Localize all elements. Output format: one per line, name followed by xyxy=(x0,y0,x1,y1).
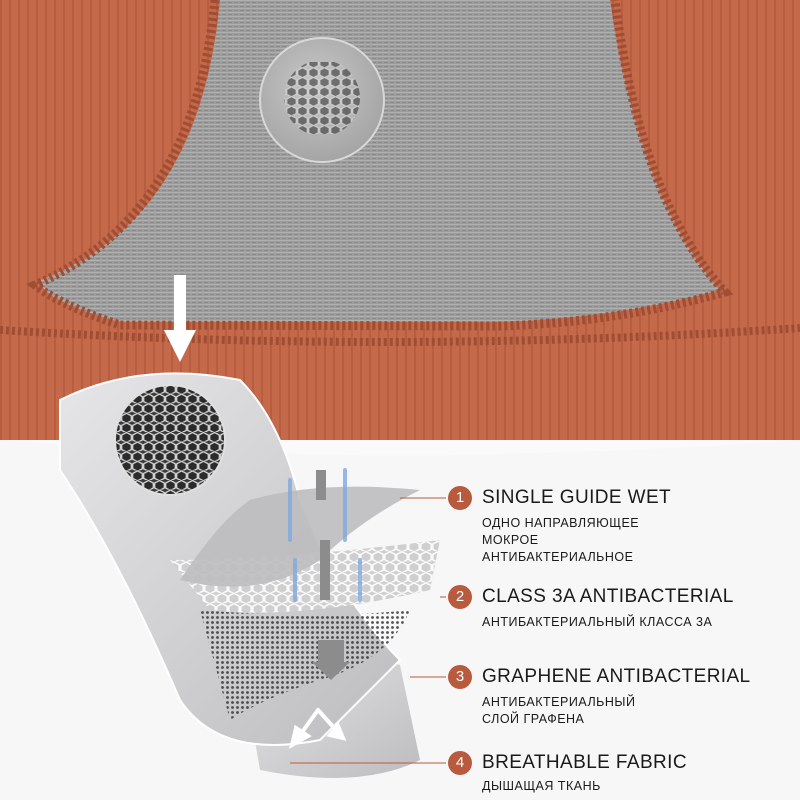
moisture-flow-icon xyxy=(288,468,362,602)
feature-title-4: BREATHABLE FABRIC xyxy=(482,752,687,773)
feature-subtitle-4: ДЫШАЩАЯ ТКАНЬ xyxy=(482,779,601,793)
layer-1-top xyxy=(180,486,420,587)
arrow-down-flow-icon xyxy=(312,470,350,680)
feature-number-3: 3 xyxy=(448,665,472,689)
feature-subtitle-3: АНТИБАКТЕРИАЛЬНЫЙ СЛОЙ ГРАФЕНА xyxy=(482,695,636,726)
feature-number-1: 1 xyxy=(448,486,472,510)
leader-lines xyxy=(290,497,446,764)
feature-title-1: SINGLE GUIDE WET xyxy=(482,487,672,508)
feature-title-2: CLASS 3A ANTIBACTERIAL xyxy=(482,586,734,607)
feature-number-2: 2 xyxy=(448,585,472,609)
layer-3-dots xyxy=(200,610,410,720)
feature-subtitle-2: АНТИБАКТЕРИАЛЬНЫЙ КЛАССА 3А xyxy=(482,615,713,629)
feature-subtitle-1: ОДНО НАПРАВЛЯЮЩЕЕ МОКРОЕ АНТИБАКТЕРИАЛЬН… xyxy=(482,516,640,564)
feature-number-4: 4 xyxy=(448,751,472,775)
breathe-arrows-icon xyxy=(289,708,347,749)
arrow-down-icon xyxy=(164,275,196,362)
gusset-panel xyxy=(40,0,720,322)
feature-title-3: GRAPHENE ANTIBACTERIAL xyxy=(482,666,751,687)
